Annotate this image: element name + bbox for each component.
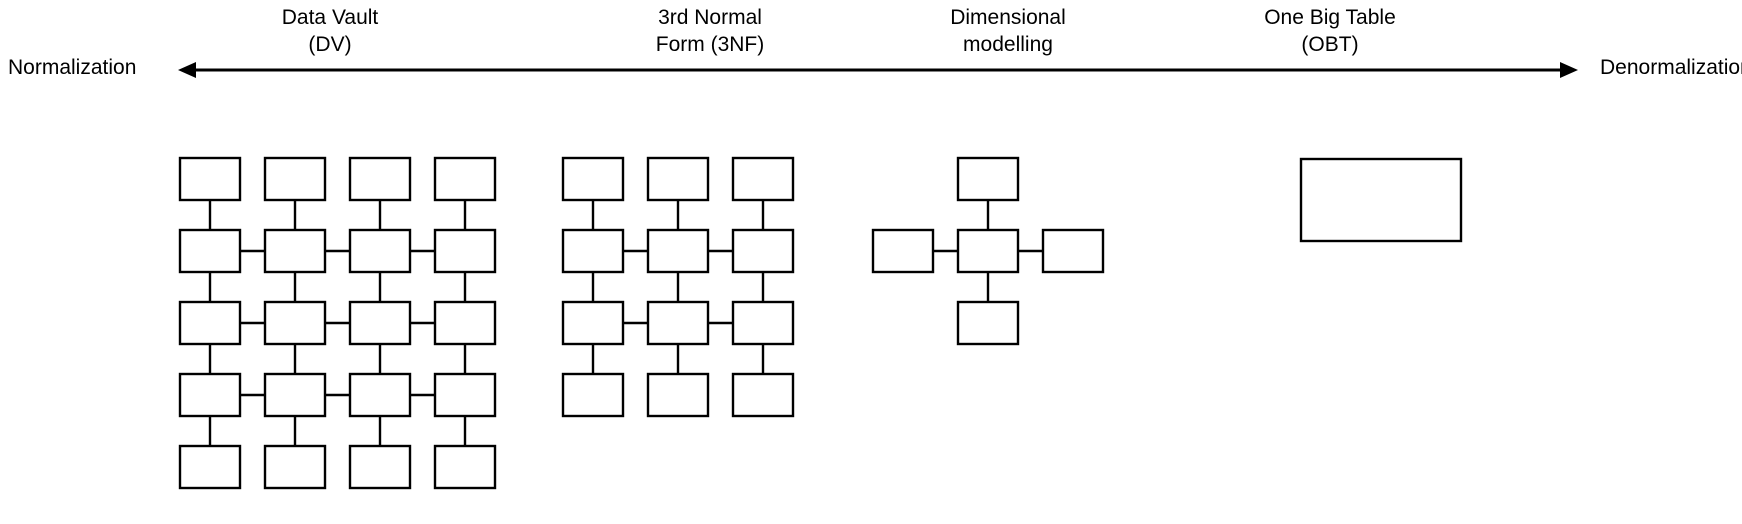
table-box (646, 300, 710, 346)
table-box (561, 156, 625, 202)
table-box (561, 300, 625, 346)
arrow-head-right-icon (1560, 62, 1578, 78)
table-box (646, 372, 710, 418)
table-box (348, 444, 412, 490)
table-box (263, 156, 327, 202)
schema-one-big-table (1299, 157, 1463, 243)
schema-dimensional-modelling (871, 156, 1105, 346)
stage-label-data-vault: Data Vault (DV) (281, 6, 379, 56)
table-box (433, 228, 497, 274)
dimension-box-bottom (956, 300, 1020, 346)
normalization-axis (178, 62, 1578, 78)
table-box (263, 228, 327, 274)
table-box (731, 228, 795, 274)
arrow-head-left-icon (178, 62, 196, 78)
dimension-box-right (1041, 228, 1105, 274)
table-box (178, 228, 242, 274)
schema-third-normal-form (561, 156, 795, 418)
table-box (433, 300, 497, 346)
table-box (178, 300, 242, 346)
table-box (433, 156, 497, 202)
schema-data-vault (178, 156, 497, 490)
table-box (348, 156, 412, 202)
table-box (178, 156, 242, 202)
stage-label-one-big-table: One Big Table (OBT) (1264, 6, 1396, 56)
table-box (731, 156, 795, 202)
table-box (433, 444, 497, 490)
table-box (646, 228, 710, 274)
one-big-table-box (1299, 157, 1463, 243)
table-box (178, 372, 242, 418)
table-box (263, 444, 327, 490)
dimension-box-top (956, 156, 1020, 202)
table-box (561, 372, 625, 418)
table-box (348, 228, 412, 274)
table-box (348, 372, 412, 418)
stage-label-dimensional-modelling: Dimensional modelling (950, 6, 1066, 56)
table-box (731, 372, 795, 418)
table-box (731, 300, 795, 346)
dimension-box-left (871, 228, 935, 274)
table-box (178, 444, 242, 490)
table-box (646, 156, 710, 202)
axis-label-denormalization: Denormalization (1600, 56, 1742, 79)
table-box (348, 300, 412, 346)
table-box (263, 372, 327, 418)
table-box (433, 372, 497, 418)
table-box (561, 228, 625, 274)
table-box (263, 300, 327, 346)
stage-label-third-normal-form: 3rd Normal Form (3NF) (655, 6, 765, 56)
fact-box-center (956, 228, 1020, 274)
axis-label-normalization: Normalization (8, 56, 137, 79)
